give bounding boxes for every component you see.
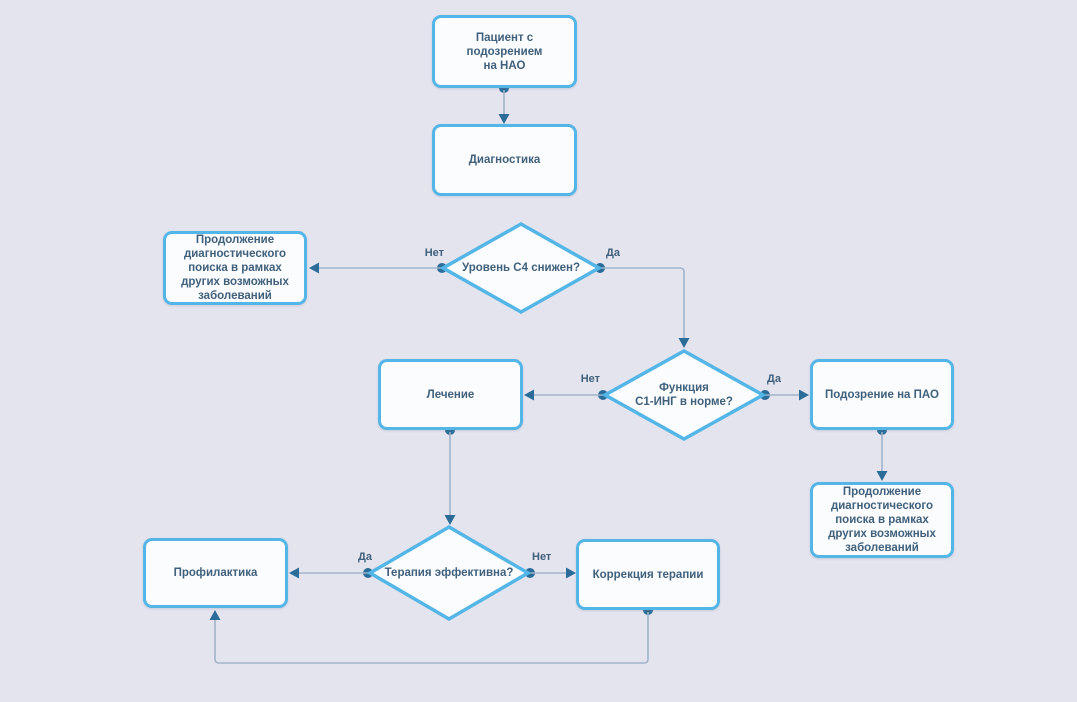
node-continue-search-left-label: Продолжение диагностического поиска в ра… <box>181 234 289 302</box>
node-prevention[interactable]: Профилактика <box>143 538 288 608</box>
arrowhead-down-icon <box>876 471 888 481</box>
diamond-shape <box>366 524 532 622</box>
arrowhead-left-icon <box>524 389 534 401</box>
node-continue-search-right-label: Продолжение диагностического поиска в ра… <box>828 486 936 554</box>
edge-label-c4-no: Нет <box>424 247 444 259</box>
node-continue-search-left[interactable]: Продолжение диагностического поиска в ра… <box>163 231 307 305</box>
arrowhead-down-icon <box>678 338 690 348</box>
arrowhead-down-icon <box>498 114 510 124</box>
edge-label-effective-yes: Да <box>358 551 372 563</box>
edge-effective-yes[interactable] <box>289 567 373 579</box>
node-therapy-correction-label: Коррекция терапии <box>592 568 704 581</box>
arrowhead-left-icon <box>289 567 299 579</box>
arrowhead-up-icon <box>209 610 221 620</box>
arrowhead-down-icon <box>444 515 456 525</box>
node-pao-suspicion-label: Подозрение на ПАО <box>825 388 939 401</box>
edge-label-c4-yes: Да <box>606 247 620 259</box>
node-patient-label: Пациент с подозрением на НАО <box>466 31 543 72</box>
decision-therapy-effective-label: Терапия эффективна? <box>384 567 514 579</box>
node-diagnostics[interactable]: Диагностика <box>432 124 577 196</box>
node-treatment-label: Лечение <box>426 388 475 401</box>
diamond-shape <box>439 221 603 315</box>
node-treatment[interactable]: Лечение <box>378 359 523 430</box>
node-continue-search-right[interactable]: Продолжение диагностического поиска в ра… <box>810 482 954 558</box>
arrowhead-right-icon <box>566 567 576 579</box>
edge-treatment-effective[interactable] <box>444 425 456 525</box>
arrowhead-right-icon <box>799 389 809 401</box>
edge-pao-continue-right[interactable] <box>876 425 888 481</box>
edge-c1inh-yes[interactable] <box>760 389 809 401</box>
edge-effective-no[interactable] <box>525 567 576 579</box>
edge-label-c1inh-yes: Да <box>767 373 781 385</box>
node-patient[interactable]: Пациент с подозрением на НАО <box>432 15 577 88</box>
node-prevention-label: Профилактика <box>173 567 258 579</box>
decision-c4-level-label: Уровень C4 снижен? <box>462 262 580 274</box>
edge-c4-no[interactable] <box>309 262 447 274</box>
node-pao-suspicion[interactable]: Подозрение на ПАО <box>810 359 954 430</box>
edge-line <box>600 267 685 339</box>
edge-patient-diagnostics[interactable] <box>498 83 510 124</box>
decision-c1inh-function[interactable]: Функция С1-ИНГ в норме? <box>601 348 767 442</box>
decision-therapy-effective[interactable]: Терапия эффективна? <box>366 524 532 622</box>
arrowhead-left-icon <box>309 262 319 274</box>
node-therapy-correction[interactable]: Коррекция терапии <box>576 539 720 610</box>
edge-label-effective-no: Нет <box>532 551 552 563</box>
edge-c4-yes[interactable] <box>595 263 690 348</box>
diamond-shape <box>601 348 767 442</box>
edge-line <box>214 612 649 664</box>
node-diagnostics-label: Диагностика <box>468 154 541 166</box>
decision-c4-level[interactable]: Уровень C4 снижен? <box>439 221 603 315</box>
edge-c1inh-no[interactable] <box>524 389 608 401</box>
decision-c1inh-function-label: Функция С1-ИНГ в норме? <box>635 382 733 408</box>
edge-label-c1inh-no: Нет <box>580 373 600 385</box>
